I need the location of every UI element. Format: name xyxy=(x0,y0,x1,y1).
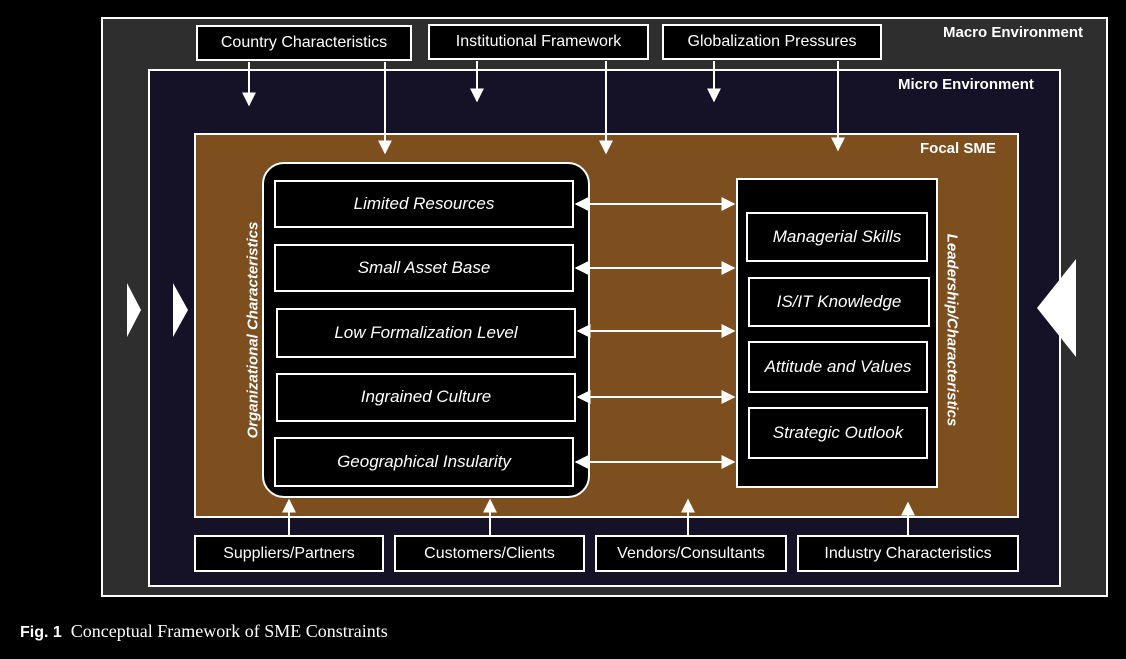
top-factor-box: Institutional Framework xyxy=(428,24,649,60)
bottom-factor-box: Customers/Clients xyxy=(394,535,585,572)
figure-caption-text: Conceptual Framework of SME Constraints xyxy=(70,621,388,641)
org-item-box: Limited Resources xyxy=(274,180,574,228)
micro-environment-label: Micro Environment xyxy=(898,76,1034,93)
leadership-item-box: Attitude and Values xyxy=(748,341,928,393)
leadership-item-box: IS/IT Knowledge xyxy=(748,277,930,327)
macro-environment-label: Macro Environment xyxy=(943,24,1084,41)
leadership-item-box: Managerial Skills xyxy=(746,212,928,262)
focal-sme-label: Focal SME xyxy=(920,140,996,157)
org-item-box: Geographical Insularity xyxy=(274,437,574,487)
bottom-factor-box: Suppliers/Partners xyxy=(194,535,384,572)
triangle-right-icon xyxy=(173,283,188,337)
org-item-box: Low Formalization Level xyxy=(276,308,576,358)
bottom-factor-box: Vendors/Consultants xyxy=(595,535,787,572)
triangle-right-icon xyxy=(127,283,141,337)
figure-number: Fig. 1 xyxy=(20,624,62,641)
top-factor-box: Country Characteristics xyxy=(196,25,412,61)
triangle-left-icon xyxy=(1037,259,1076,357)
org-item-box: Ingrained Culture xyxy=(276,373,576,422)
bottom-factor-box: Industry Characteristics xyxy=(797,535,1019,572)
top-factor-box: Globalization Pressures xyxy=(662,24,882,60)
figure-caption: Fig. 1 Conceptual Framework of SME Const… xyxy=(20,621,388,642)
org-item-box: Small Asset Base xyxy=(274,244,574,292)
leadership-item-box: Strategic Outlook xyxy=(748,407,928,459)
